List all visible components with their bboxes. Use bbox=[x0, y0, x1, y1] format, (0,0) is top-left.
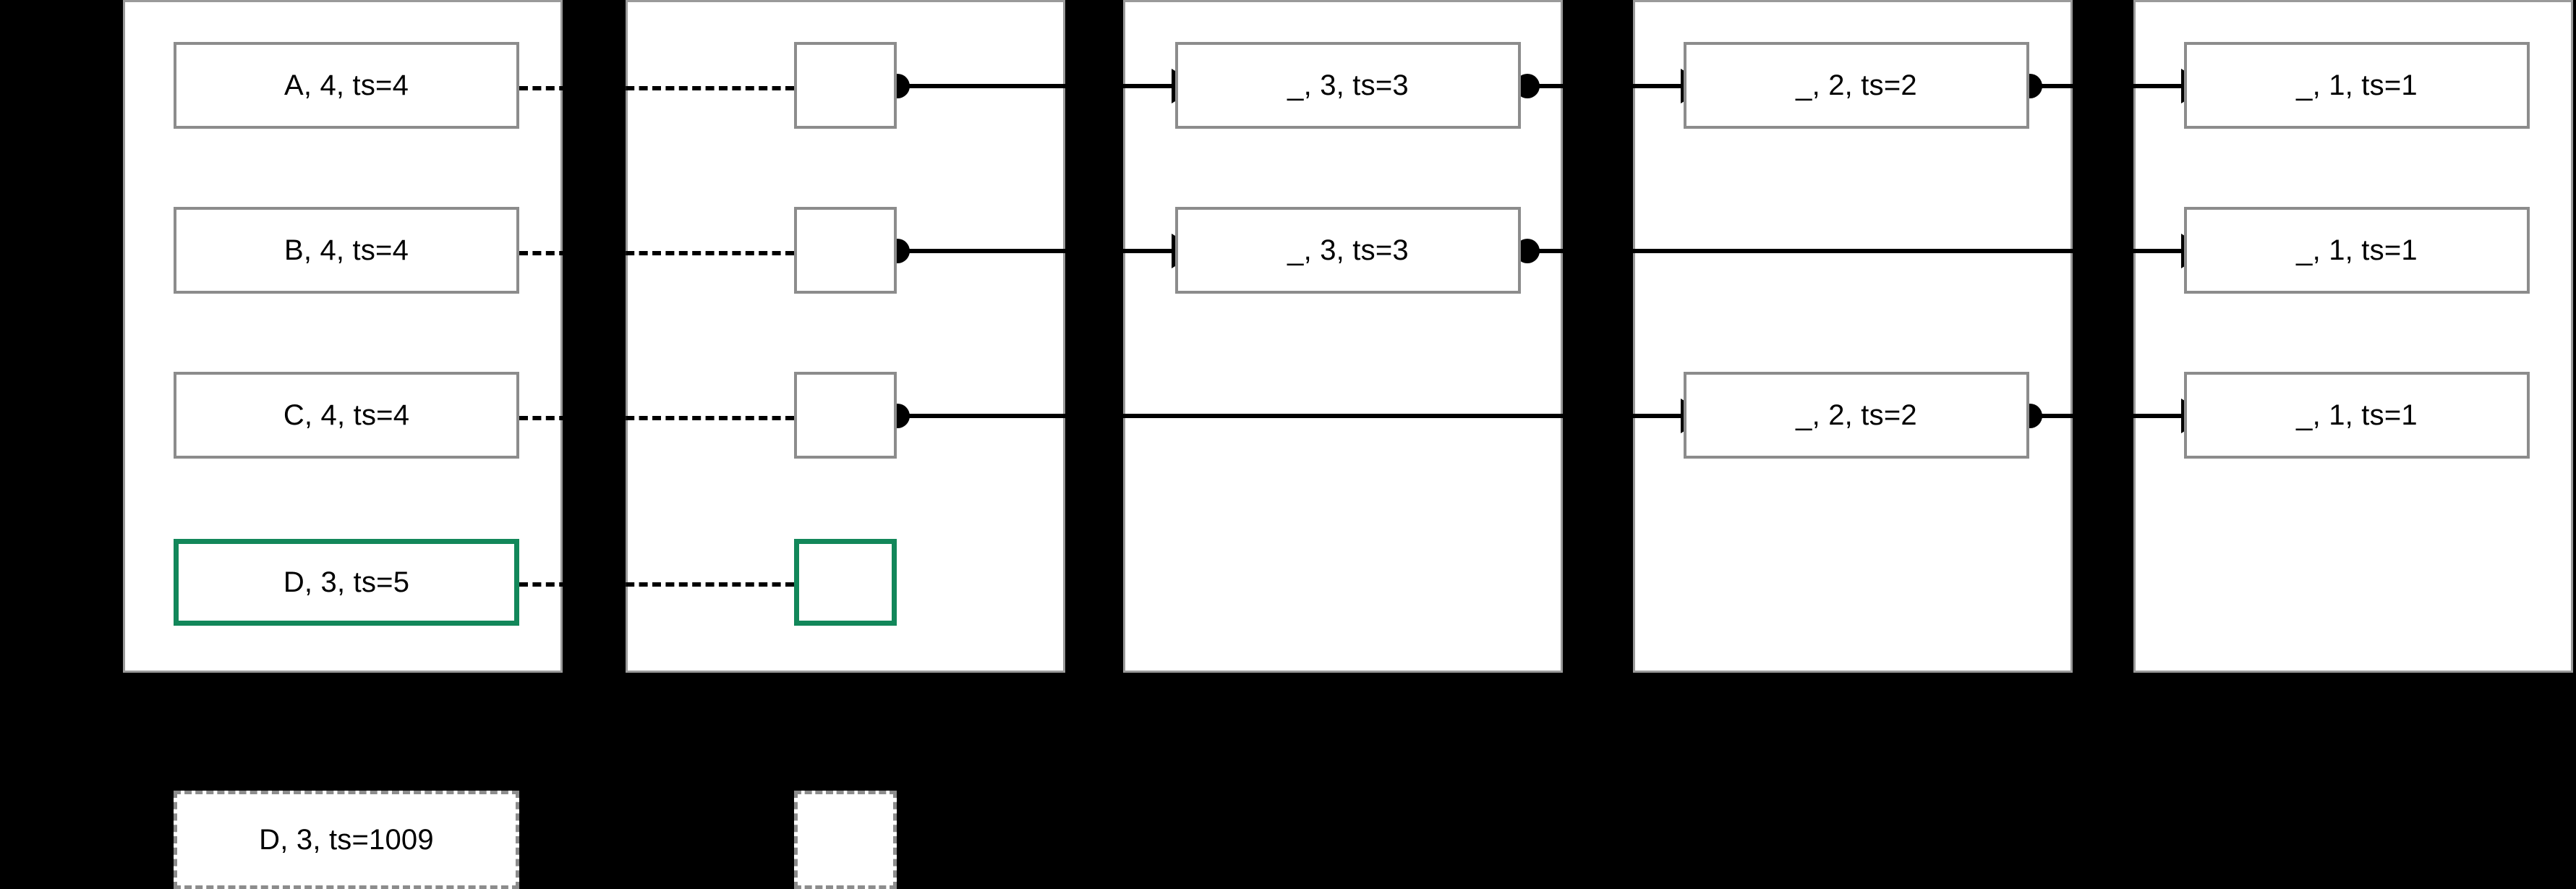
node-c2-r1[interactable] bbox=[794, 42, 897, 129]
dashed-link-row2 bbox=[519, 251, 794, 255]
node-label: B, 4, ts=4 bbox=[283, 234, 409, 266]
node-label: C, 4, ts=4 bbox=[283, 399, 410, 431]
node-c1-r3[interactable]: C, 4, ts=4 bbox=[174, 372, 519, 459]
node-label: D, 3, ts=5 bbox=[283, 566, 410, 598]
node-label: _, 1, ts=1 bbox=[2296, 399, 2418, 431]
solid-link-r3-c2-c4 bbox=[897, 414, 1681, 418]
node-c1-r1[interactable]: A, 4, ts=4 bbox=[174, 42, 519, 129]
node-c3-r2[interactable]: _, 3, ts=3 bbox=[1175, 207, 1521, 294]
node-label: A, 4, ts=4 bbox=[283, 69, 409, 101]
node-c2-r4-highlighted[interactable] bbox=[794, 539, 897, 626]
node-label: _, 3, ts=3 bbox=[1287, 69, 1409, 101]
legend-node-ghost-slot[interactable] bbox=[794, 791, 897, 889]
solid-link-r2-c3-c5 bbox=[1527, 249, 2181, 253]
dashed-link-row3 bbox=[519, 416, 794, 420]
node-label: _, 3, ts=3 bbox=[1287, 234, 1409, 266]
legend-node-ghost-record[interactable]: D, 3, ts=1009 bbox=[174, 791, 519, 889]
node-label: _, 1, ts=1 bbox=[2296, 69, 2418, 101]
node-label: D, 3, ts=1009 bbox=[259, 823, 434, 856]
node-c2-r3[interactable] bbox=[794, 372, 897, 459]
solid-link-r2-c2-c3 bbox=[897, 249, 1172, 253]
dashed-link-row1 bbox=[519, 86, 794, 90]
node-c2-r2[interactable] bbox=[794, 207, 897, 294]
node-c1-r4-highlighted[interactable]: D, 3, ts=5 bbox=[174, 539, 519, 626]
node-label: _, 1, ts=1 bbox=[2296, 234, 2418, 266]
solid-link-r1-c4-c5 bbox=[2029, 84, 2181, 88]
dashed-link-row4 bbox=[519, 582, 794, 587]
solid-link-r1-c2-c3 bbox=[897, 84, 1172, 88]
solid-link-r3-c4-c5 bbox=[2029, 414, 2181, 418]
node-c4-r3[interactable]: _, 2, ts=2 bbox=[1684, 372, 2029, 459]
node-c5-r3[interactable]: _, 1, ts=1 bbox=[2184, 372, 2530, 459]
node-c5-r1[interactable]: _, 1, ts=1 bbox=[2184, 42, 2530, 129]
solid-link-r1-c3-c4 bbox=[1527, 84, 1681, 88]
node-c3-r1[interactable]: _, 3, ts=3 bbox=[1175, 42, 1521, 129]
node-c4-r1[interactable]: _, 2, ts=2 bbox=[1684, 42, 2029, 129]
node-c5-r2[interactable]: _, 1, ts=1 bbox=[2184, 207, 2530, 294]
node-label: _, 2, ts=2 bbox=[1796, 69, 1917, 101]
node-c1-r2[interactable]: B, 4, ts=4 bbox=[174, 207, 519, 294]
node-label: _, 2, ts=2 bbox=[1796, 399, 1917, 431]
